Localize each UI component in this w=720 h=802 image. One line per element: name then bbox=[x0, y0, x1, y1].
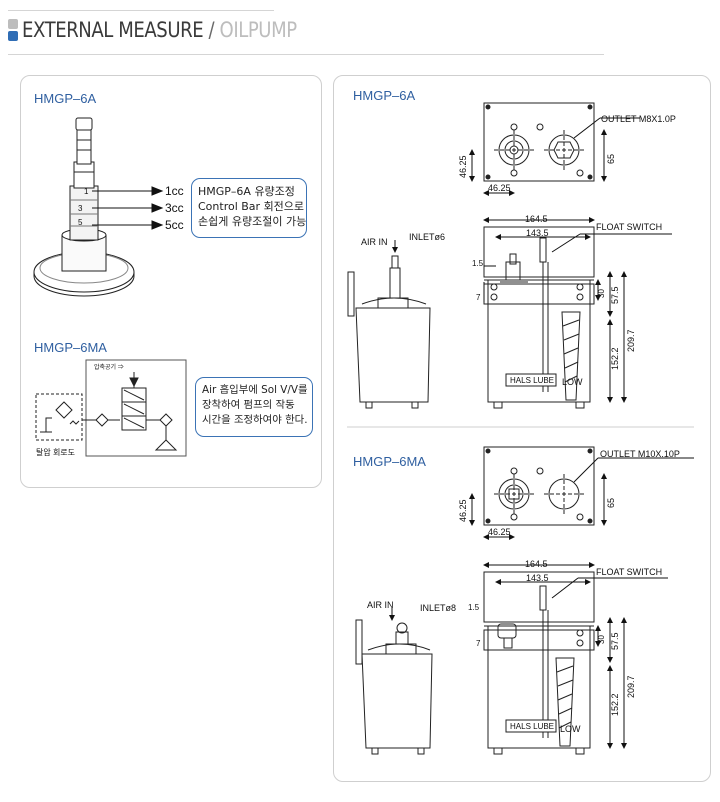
model-b-dim-30: 30 bbox=[597, 635, 606, 644]
model-b-inlet-label: INLETø8 bbox=[420, 603, 456, 613]
model-a-brand-box: HALS LUBE bbox=[505, 373, 557, 387]
model-a-low-label: LOW bbox=[562, 377, 583, 387]
volume-5cc: 5cc bbox=[165, 218, 184, 232]
model-b-drawing: OUTLET M10X.10P 46.25 46.25 65 bbox=[355, 446, 694, 755]
pump-drawing bbox=[33, 117, 135, 297]
header-rule bbox=[8, 54, 604, 55]
flow-note-line-1: HMGP–6A 유량조정 bbox=[198, 185, 295, 198]
model-b-float-switch-label: FLOAT SWITCH bbox=[596, 567, 662, 577]
scale-mark-1: 1 bbox=[84, 187, 89, 196]
model-a-float-switch-label: FLOAT SWITCH bbox=[596, 222, 662, 232]
model-b-dim-209: 209.7 bbox=[626, 675, 636, 698]
model-b-air-in-label: AIR IN bbox=[367, 600, 394, 610]
solenoid-note: Air 흡입부에 Sol V/V를 장착하여 펌프의 작동 시간을 조정하여야 … bbox=[195, 377, 313, 437]
heading-hmgp-6ma-right: HMGP–6MA bbox=[353, 454, 426, 469]
model-b-dim-57: 57.5 bbox=[610, 632, 620, 650]
heading-hmgp-6a-left: HMGP–6A bbox=[34, 91, 97, 106]
solenoid-note-line-1: Air 흡입부에 Sol V/V를 bbox=[202, 384, 308, 396]
model-a-dim-top-h: 46.25 bbox=[458, 155, 468, 178]
model-a-dim-top-r: 65 bbox=[606, 154, 616, 164]
model-b-top-view bbox=[469, 446, 694, 540]
model-a-dim-57: 57.5 bbox=[610, 286, 620, 304]
model-a-outlet-label: OUTLET M8X1.0P bbox=[601, 114, 676, 124]
model-a-dim-152: 152.2 bbox=[610, 347, 620, 370]
flow-adjust-note: HMGP–6A 유량조정 Control Bar 회전으로 손쉽게 유량조절이 … bbox=[191, 178, 307, 238]
scale-mark-3: 3 bbox=[78, 204, 83, 213]
flow-note-line-2: Control Bar 회전으로 bbox=[198, 200, 305, 213]
model-a-dim-top-w: 46.25 bbox=[488, 183, 511, 193]
volume-arrows bbox=[92, 186, 164, 230]
model-a-air-in-label: AIR IN bbox=[361, 237, 388, 247]
scale-mark-5: 5 bbox=[78, 218, 83, 227]
model-a-dim-gap: 1.5 bbox=[472, 259, 484, 268]
model-a-side-view bbox=[347, 240, 431, 409]
model-b-dim-w1: 164.5 bbox=[525, 559, 548, 569]
solenoid-note-line-3: 시간을 조정하여야 한다. bbox=[202, 414, 308, 426]
header-top-rule bbox=[8, 10, 274, 11]
heading-hmgp-6a-right: HMGP–6A bbox=[353, 88, 416, 103]
model-a-dim-7: 7 bbox=[476, 293, 481, 302]
heading-hmgp-6ma-left: HMGP–6MA bbox=[34, 340, 107, 355]
model-a-dim-w1: 164.5 bbox=[525, 214, 548, 224]
model-b-side-view bbox=[355, 608, 433, 755]
model-b-dim-152: 152.2 bbox=[610, 693, 620, 716]
model-b-outlet-label: OUTLET M10X.10P bbox=[600, 449, 680, 459]
model-a-dim-30: 30 bbox=[597, 289, 606, 298]
volume-3cc: 3cc bbox=[165, 201, 184, 215]
volume-1cc: 1cc bbox=[165, 184, 184, 198]
compressed-air-label: 압축공기 ⇒ bbox=[94, 363, 124, 371]
model-b-low-label: LOW bbox=[560, 724, 581, 734]
page-title: EXTERNAL MEASURE / OILPUMP bbox=[22, 18, 297, 42]
model-a-dim-209: 209.7 bbox=[626, 329, 636, 352]
model-b-dim-top-r: 65 bbox=[606, 498, 616, 508]
circuit-caption: 탈압 회로도 bbox=[36, 447, 75, 457]
flow-note-line-3: 손쉽게 유량조절이 가능 bbox=[198, 215, 307, 228]
model-a-dim-w2: 143.5 bbox=[526, 228, 549, 238]
model-b-brand: HALS LUBE bbox=[510, 722, 554, 731]
model-b-dim-top-h: 46.25 bbox=[458, 499, 468, 522]
model-b-dim-top-w: 46.25 bbox=[488, 527, 511, 537]
model-b-dim-w2: 143.5 bbox=[526, 573, 549, 583]
solenoid-note-line-2: 장착하여 펌프의 작동 bbox=[202, 399, 295, 411]
model-a-top-view bbox=[469, 102, 640, 196]
model-a-brand: HALS LUBE bbox=[510, 376, 554, 385]
model-a-drawing: OUTLET M8X1.0P 46.25 46.25 65 bbox=[347, 102, 676, 409]
model-b-dim-gap: 1.5 bbox=[468, 603, 480, 612]
model-b-brand-box: HALS LUBE bbox=[505, 719, 557, 733]
section-bullet-icon bbox=[8, 19, 18, 41]
pneumatic-circuit bbox=[35, 359, 187, 457]
scale-marks: 1 3 5 bbox=[78, 187, 89, 227]
model-a-inlet-label: INLETø6 bbox=[409, 232, 445, 242]
model-b-dim-7: 7 bbox=[476, 639, 481, 648]
